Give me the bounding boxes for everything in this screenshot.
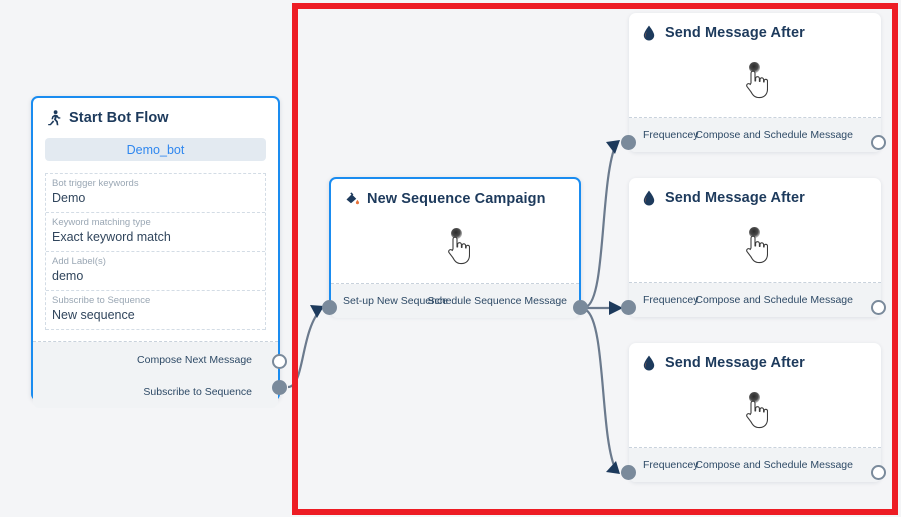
footer-divider <box>33 341 278 342</box>
node-title-send-message-after: Send Message After <box>629 178 881 206</box>
hand-pointer-cursor <box>732 61 778 107</box>
port-in-frequencey-1[interactable] <box>621 135 636 150</box>
port-in-setup-new-sequence[interactable] <box>322 300 337 315</box>
node-title-text: Start Bot Flow <box>69 110 169 126</box>
port-out-compose-next-message[interactable] <box>272 354 287 369</box>
port-out-schedule-sequence-message[interactable] <box>573 300 588 315</box>
port-out-compose-and-schedule-message-2[interactable] <box>871 300 886 315</box>
wire-arrowhead <box>606 461 620 474</box>
cursor-blob <box>749 227 760 238</box>
node-title-text: New Sequence Campaign <box>367 191 546 207</box>
wire-schedule-to-freq-3 <box>585 309 617 471</box>
field-label: Bot trigger keywords <box>52 178 139 189</box>
node-start-bot-flow[interactable]: Start Bot Flow Demo_bot Bot trigger keyw… <box>31 96 280 408</box>
port-in-frequencey-2[interactable] <box>621 300 636 315</box>
field-value: Demo <box>52 191 86 205</box>
port-label-frequencey: Frequencey <box>643 294 699 306</box>
field-value: New sequence <box>52 308 135 322</box>
cursor-blob <box>451 228 462 239</box>
node-footer-send-message-after-2: Frequencey Compose and Schedule Message <box>629 283 881 317</box>
port-label-compose-and-schedule-message: Compose and Schedule Message <box>695 459 853 471</box>
node-title-send-message-after: Send Message After <box>629 13 881 41</box>
footer-divider <box>629 282 881 283</box>
paint-pour-icon <box>345 191 360 207</box>
node-footer-send-message-after-3: Frequencey Compose and Schedule Message <box>629 448 881 482</box>
running-person-icon <box>47 110 62 126</box>
hand-pointer-cursor <box>732 391 778 437</box>
water-droplet-icon <box>643 190 658 206</box>
node-title-start-bot-flow: Start Bot Flow <box>33 98 278 126</box>
node-send-message-after-2[interactable]: Send Message After Frequencey Compose an… <box>629 178 881 317</box>
field-row[interactable]: Add Label(s) demo <box>46 252 265 291</box>
footer-divider <box>331 283 579 284</box>
node-title-new-sequence-campaign: New Sequence Campaign <box>331 179 579 207</box>
field-value: Exact keyword match <box>52 230 171 244</box>
hand-pointer-cursor <box>732 226 778 272</box>
wire-subscribe-to-setup <box>287 307 323 389</box>
port-out-compose-and-schedule-message-3[interactable] <box>871 465 886 480</box>
port-label-frequencey: Frequencey <box>643 459 699 471</box>
node-footer-send-message-after-1: Frequencey Compose and Schedule Message <box>629 118 881 152</box>
hand-pointer-cursor <box>434 227 480 273</box>
port-label-schedule-sequence-message: Schedule Sequence Message <box>427 295 567 307</box>
node-title-text: Send Message After <box>665 355 805 371</box>
field-label: Subscribe to Sequence <box>52 295 151 306</box>
node-title-text: Send Message After <box>665 190 805 206</box>
field-label: Add Label(s) <box>52 256 106 267</box>
port-out-subscribe-to-sequence[interactable] <box>272 380 287 395</box>
field-value: demo <box>52 269 84 283</box>
port-in-frequencey-3[interactable] <box>621 465 636 480</box>
field-row[interactable]: Bot trigger keywords Demo <box>46 174 265 213</box>
node-title-send-message-after: Send Message After <box>629 343 881 371</box>
port-label-compose-and-schedule-message: Compose and Schedule Message <box>695 129 853 141</box>
footer-divider <box>629 447 881 448</box>
field-row[interactable]: Subscribe to Sequence New sequence <box>46 291 265 330</box>
node-new-sequence-campaign[interactable]: New Sequence Campaign Set-up New Sequenc… <box>329 177 581 318</box>
port-label-compose-next-message: Compose Next Message <box>137 354 252 366</box>
bot-name-pill[interactable]: Demo_bot <box>45 138 266 161</box>
wire-schedule-to-freq-1 <box>585 143 618 309</box>
footer-divider <box>629 117 881 118</box>
port-label-subscribe-to-sequence: Subscribe to Sequence <box>143 386 252 398</box>
field-row[interactable]: Keyword matching type Exact keyword matc… <box>46 213 265 252</box>
wire-arrowhead <box>606 140 620 154</box>
port-label-setup-new-sequence: Set-up New Sequence <box>343 295 449 307</box>
cursor-blob <box>749 62 760 73</box>
port-label-compose-and-schedule-message: Compose and Schedule Message <box>695 294 853 306</box>
port-label-frequencey: Frequencey <box>643 129 699 141</box>
node-send-message-after-1[interactable]: Send Message After Frequencey Compose an… <box>629 13 881 152</box>
port-out-compose-and-schedule-message-1[interactable] <box>871 135 886 150</box>
bot-name-label: Demo_bot <box>126 142 185 157</box>
node-title-text: Send Message After <box>665 25 805 41</box>
cursor-blob <box>749 392 760 403</box>
water-droplet-icon <box>643 355 658 371</box>
field-label: Keyword matching type <box>52 217 151 228</box>
bot-field-list: Bot trigger keywords Demo Keyword matchi… <box>45 173 266 330</box>
water-droplet-icon <box>643 25 658 41</box>
node-send-message-after-3[interactable]: Send Message After Frequencey Compose an… <box>629 343 881 482</box>
node-footer-new-sequence-campaign: Set-up New Sequence Schedule Sequence Me… <box>331 284 579 318</box>
node-footer-start-bot-flow: Compose Next Message Subscribe to Sequen… <box>33 342 278 408</box>
